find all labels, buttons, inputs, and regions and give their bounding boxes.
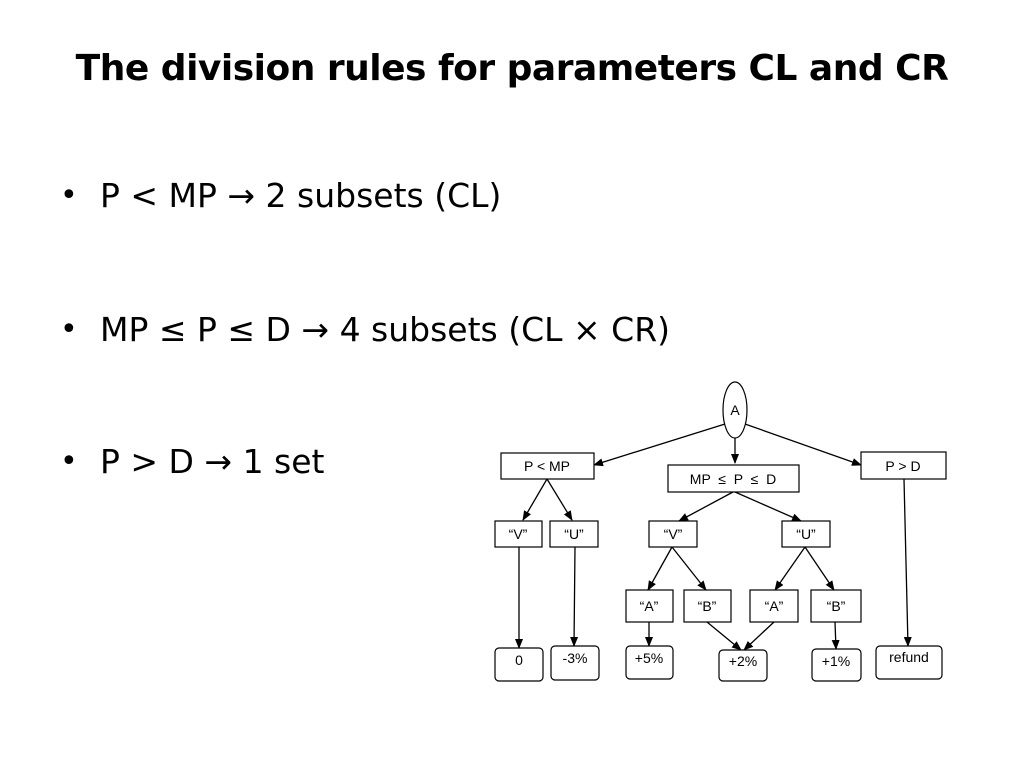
outcome-plus2: +2% [718,649,768,682]
node-mid-u-b: “B” [810,589,862,623]
node-mid-u-a-label: “A” [765,598,784,614]
outcome-minus3-label: -3% [563,650,588,666]
node-mid-u: “U” [781,520,831,548]
node-high: P > D [860,451,947,480]
node-low-v-label: “V” [509,526,528,542]
edge-root-high [744,423,862,466]
node-mid-u-label: “U” [796,526,816,542]
slide-title: The division rules for parameters CL and… [75,48,949,89]
root-node: A [722,381,748,439]
outcome-refund: refund [875,645,943,680]
edge-mid-v [678,491,734,522]
node-mid-v: “V” [648,520,698,548]
bullet-text: P < MP → 2 subsets (CL) [100,176,502,215]
node-low: P < MP [500,452,595,480]
root-label: A [730,402,740,418]
bullet-marker: • [60,178,78,213]
node-high-label: P > D [885,458,920,474]
outcome-zero-label: 0 [515,652,523,668]
edge-b2-out [831,621,840,650]
edge-midu-a [774,546,806,591]
edge-lowu-out [570,546,579,647]
outcome-plus1-label: +1% [822,653,850,669]
edge-root-low [593,423,726,467]
edge-high-out [903,478,912,647]
node-mid-v-a: “A” [625,589,674,623]
node-mid-v-b: “B” [683,589,732,623]
outcome-refund-label: refund [889,649,929,665]
node-mid-u-a: “A” [749,589,799,623]
outcome-minus3: -3% [550,645,600,681]
bullet-text: MP ≤ P ≤ D → 4 subsets (CL × CR) [100,310,671,349]
edge-midu-b [804,546,835,591]
bullet-text: P > D → 1 set [100,442,325,481]
node-low-v: “V” [494,520,543,548]
edge-midv-a [647,546,673,591]
edge-low-v [522,478,548,521]
bullet-marker: • [60,312,78,347]
outcome-plus2-label: +2% [729,653,757,669]
outcome-plus5-label: +5% [635,650,663,666]
outcome-zero: 0 [494,647,544,682]
node-low-u: “U” [549,520,599,548]
edge-mid-u [734,491,802,522]
node-mid-v-label: “V” [664,526,683,542]
node-mid-label: MP ≤ P ≤ D [690,471,776,487]
node-low-label: P < MP [524,458,570,474]
node-mid-u-b-label: “B” [827,598,846,614]
outcome-plus5: +5% [625,645,674,680]
tree-edges [515,423,912,651]
outcome-plus1: +1% [811,648,862,682]
bullet-marker: • [60,444,78,479]
node-mid-v-b-label: “B” [698,598,717,614]
node-mid-v-a-label: “A” [640,598,659,614]
node-low-u-label: “U” [564,526,584,542]
edge-a2-out [743,621,775,651]
edge-b-out [706,621,742,651]
edge-low-u [546,478,573,521]
edge-midv-b [671,546,707,591]
node-mid: MP ≤ P ≤ D [667,464,800,493]
